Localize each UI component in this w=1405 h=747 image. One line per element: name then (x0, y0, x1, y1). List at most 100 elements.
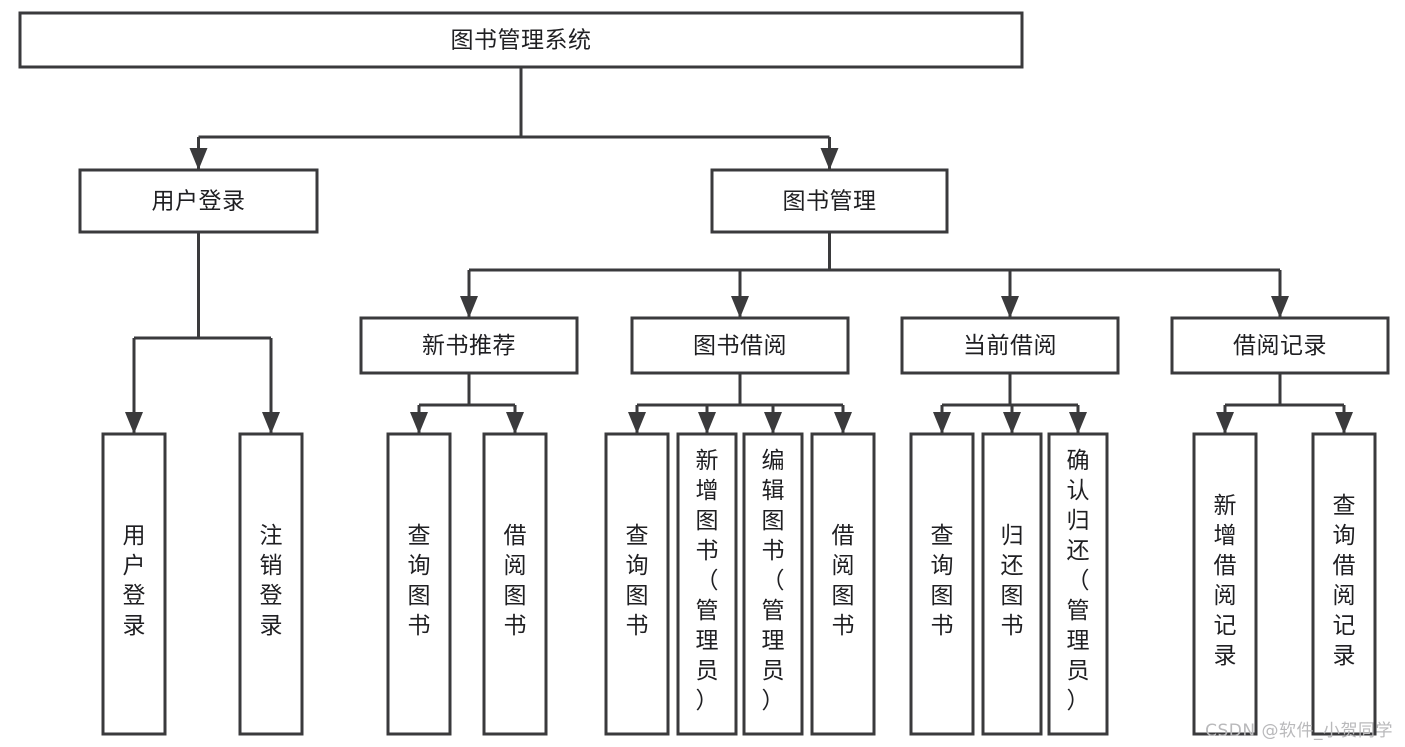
node-leaf-logout-label-char: 登 (260, 583, 283, 609)
node-leaf-add-book-admin-label-char: ） (696, 688, 719, 714)
node-leaf-query-book-2-box (604, 432, 670, 736)
node-leaf-add-borrow-record-label-char: 新 (1214, 493, 1237, 519)
node-leaf-query-book-2-label-char: 查 (626, 523, 649, 549)
node-book-borrow[interactable]: 图书借阅 (630, 316, 850, 375)
node-root-system-box (18, 11, 1024, 69)
node-leaf-edit-book-admin-label-char: 图 (762, 508, 785, 534)
node-leaf-add-book-admin-label-char: （ (696, 568, 719, 594)
node-borrow-record[interactable]: 借阅记录 (1170, 316, 1390, 375)
node-leaf-return-book-label-char: 归 (1001, 523, 1024, 549)
arrow-head-icon (460, 296, 478, 318)
arrow-head-icon (1335, 412, 1353, 434)
node-leaf-add-book-admin-label-char: 理 (696, 628, 719, 654)
node-leaf-query-book-1-box (386, 432, 452, 736)
node-leaf-return-book-label-char: 还 (1001, 553, 1024, 579)
node-leaf-query-borrow-record-label-char: 阅 (1333, 583, 1356, 609)
node-leaf-user-login-label-char: 登 (123, 583, 146, 609)
node-leaf-edit-book-admin-label-char: （ (762, 568, 785, 594)
node-leaf-query-borrow-record-label-char: 借 (1333, 553, 1356, 579)
node-leaf-borrow-book-2-box (810, 432, 876, 736)
arrow-head-icon (764, 412, 782, 434)
node-leaf-logout-label-char: 注 (260, 523, 283, 549)
arrow-head-icon (820, 148, 839, 170)
node-leaf-add-book-admin-label-char: 新 (696, 448, 719, 474)
node-leaf-add-book-admin-box (676, 432, 738, 736)
node-leaf-query-book-3-label-char: 图 (931, 583, 954, 609)
node-new-book-recommend-label: 新书推荐 (422, 333, 516, 359)
node-leaf-confirm-return-admin-label-char: 理 (1067, 628, 1090, 654)
node-leaf-borrow-book-1-label-char: 借 (504, 523, 527, 549)
arrow-head-icon (1001, 296, 1019, 318)
arrow-head-icon (1271, 296, 1289, 318)
node-leaf-add-book-admin-label-char: 增 (696, 478, 719, 504)
node-leaf-add-borrow-record-box (1192, 432, 1258, 736)
node-leaf-query-borrow-record-label-char: 查 (1333, 493, 1356, 519)
node-leaf-confirm-return-admin-box (1047, 432, 1109, 736)
arrow-head-icon (1216, 412, 1234, 434)
node-user-login-label: 用户登录 (152, 189, 246, 215)
node-leaf-user-login-label-char: 用 (123, 523, 146, 549)
node-leaf-add-borrow-record-label-char: 增 (1214, 523, 1237, 549)
node-leaf-query-book-3-label-char: 书 (931, 613, 954, 639)
node-leaf-confirm-return-admin-label-char: 确 (1067, 448, 1090, 474)
arrow-head-icon (834, 412, 852, 434)
node-leaf-edit-book-admin-label-char: 员 (762, 658, 785, 684)
arrow-head-icon (698, 412, 716, 434)
node-new-book-recommend-box (359, 316, 579, 375)
nodes-layer: 图书管理系统用户登录图书管理新书推荐图书借阅当前借阅借阅记录用户登录注销登录查询… (18, 11, 1390, 736)
node-leaf-confirm-return-admin-label-char: 还 (1067, 538, 1090, 564)
node-new-book-recommend[interactable]: 新书推荐 (359, 316, 579, 375)
node-leaf-confirm-return-admin-label-char: （ (1067, 568, 1090, 594)
node-leaf-query-book-3-label-char: 查 (931, 523, 954, 549)
node-leaf-borrow-book-2-label-char: 书 (832, 613, 855, 639)
node-leaf-borrow-book-1-label-char: 图 (504, 583, 527, 609)
node-leaf-query-book-3-label-char: 询 (931, 553, 954, 579)
node-leaf-return-book-label-char: 书 (1001, 613, 1024, 639)
node-leaf-logout-label-char: 销 (260, 553, 283, 579)
node-root-system[interactable]: 图书管理系统 (18, 11, 1024, 69)
arrow-head-icon (628, 412, 646, 434)
arrow-head-icon (1003, 412, 1021, 434)
node-book-borrow-label: 图书借阅 (693, 333, 787, 359)
node-current-borrow[interactable]: 当前借阅 (900, 316, 1120, 375)
node-leaf-edit-book-admin-label-char: 辑 (762, 478, 785, 504)
node-user-login[interactable]: 用户登录 (78, 168, 319, 234)
node-leaf-query-book-2-label-char: 书 (626, 613, 649, 639)
node-leaf-confirm-return-admin-label-char: 归 (1067, 508, 1090, 534)
node-leaf-add-borrow-record-label-char: 借 (1214, 553, 1237, 579)
node-leaf-confirm-return-admin-label-char: ） (1067, 688, 1090, 714)
node-leaf-add-borrow-record-label-char: 记 (1214, 613, 1237, 639)
node-leaf-user-login[interactable]: 用户登录 (101, 432, 167, 736)
node-leaf-add-book-admin-label-char: 员 (696, 658, 719, 684)
node-leaf-edit-book-admin-label-char: 书 (762, 538, 785, 564)
node-leaf-add-book-admin-label-char: 书 (696, 538, 719, 564)
node-leaf-query-book-1-label-char: 询 (408, 553, 431, 579)
node-leaf-query-borrow-record-label-char: 录 (1333, 643, 1356, 669)
node-leaf-user-login-label-char: 户 (123, 553, 146, 579)
arrow-head-icon (262, 412, 280, 434)
node-borrow-record-box (1170, 316, 1390, 375)
arrow-head-icon (731, 296, 749, 318)
node-user-login-box (78, 168, 319, 234)
node-leaf-borrow-book-1-box (482, 432, 548, 736)
node-leaf-user-login-label-char: 录 (123, 613, 146, 639)
node-leaf-query-borrow-record-label-char: 记 (1333, 613, 1356, 639)
node-leaf-edit-book-admin-label-char: 管 (762, 598, 785, 624)
arrow-head-icon (506, 412, 524, 434)
node-book-management[interactable]: 图书管理 (710, 168, 949, 234)
watermark-label: CSDN @软件_小贺同学 (1205, 721, 1393, 741)
node-leaf-add-borrow-record-label-char: 阅 (1214, 583, 1237, 609)
